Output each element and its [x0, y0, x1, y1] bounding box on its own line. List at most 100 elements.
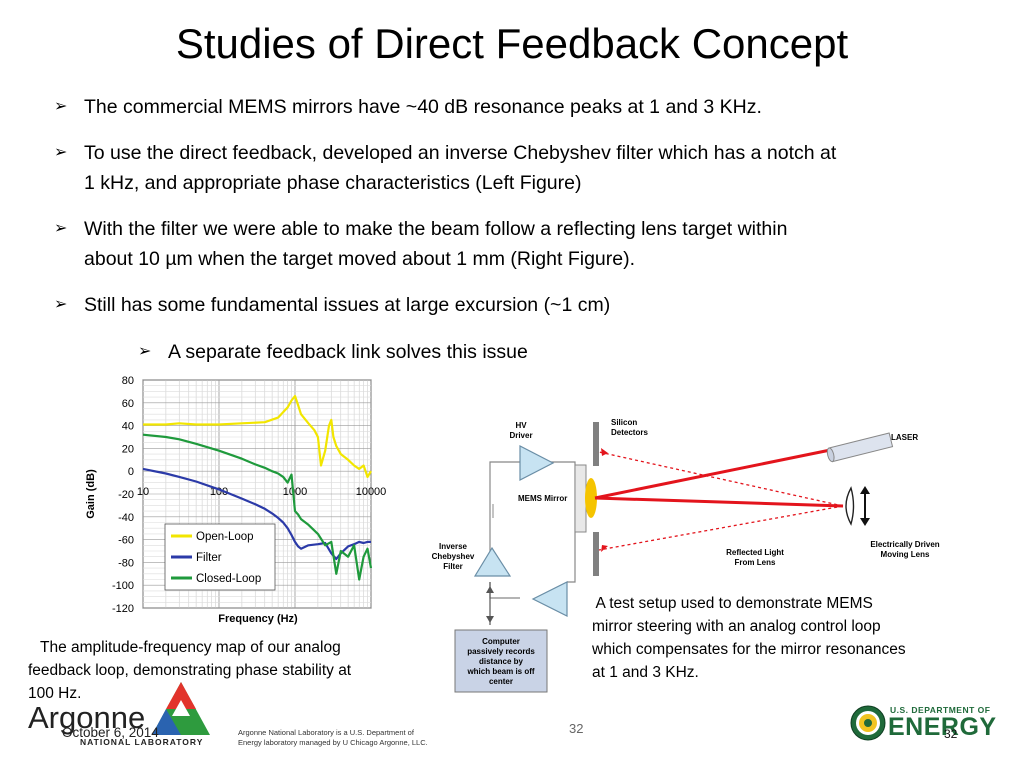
- y-tick-label: 0: [128, 466, 134, 478]
- bullet-line: Still has some fundamental issues at lar…: [84, 294, 611, 316]
- legend: Open-Loop Filter Closed-Loop: [164, 523, 276, 591]
- bullet-arrow-icon: ➢: [54, 220, 68, 237]
- left-caption-line: feedback loop, demonstrating phase stabi…: [28, 662, 352, 679]
- argonne-subtitle: NATIONAL LABORATORY: [80, 737, 204, 747]
- y-tick-label: -120: [112, 603, 134, 615]
- hv-driver-label: Driver: [509, 431, 532, 440]
- computer-label: center: [489, 677, 513, 686]
- doe-label-top: U.S. DEPARTMENT OF: [890, 705, 991, 715]
- hv-driver-amplifier-icon: [519, 445, 555, 481]
- slide-title: Studies of Direct Feedback Concept: [175, 20, 849, 67]
- logo-triangle-blue: [152, 709, 181, 735]
- silicon-detector-bottom: [593, 532, 599, 576]
- reflected-light-label: Reflected Light: [726, 548, 784, 557]
- right-caption-line: mirror steering with an analog control l…: [592, 618, 881, 635]
- moving-lens-label: Electrically Driven: [870, 540, 939, 549]
- doe-label-main: ENERGY: [888, 713, 997, 741]
- y-tick-label: 60: [122, 398, 134, 410]
- right-caption-line: which compensates for the mirror resonan…: [592, 641, 906, 658]
- mems-mirror-icon: [585, 478, 597, 518]
- arrow-down-icon: [486, 616, 494, 623]
- hv-driver-label: HV: [515, 421, 527, 430]
- doe-seal-icon: [850, 705, 886, 741]
- computer-label: distance by: [479, 657, 524, 666]
- reflected-light-label: From Lens: [735, 558, 776, 567]
- footer-disclaimer: Argonne National Laboratory is a U.S. De…: [238, 728, 428, 748]
- y-axis-label: Gain (dB): [85, 469, 97, 519]
- page-number-right: 32: [944, 727, 958, 741]
- right-caption-line: at 1 and 3 KHz.: [592, 664, 699, 681]
- bullet-4: ➢ Still has some fundamental issues at l…: [54, 290, 611, 320]
- right-caption: A test setup used to demonstrate MEMS mi…: [592, 592, 906, 684]
- moving-lens-icon: [845, 486, 855, 526]
- inverse-filter-label: Inverse: [439, 542, 468, 551]
- arrowhead-bottom-icon: [601, 545, 608, 552]
- logo-triangle-center: [172, 700, 190, 716]
- y-tick-label: 80: [122, 375, 134, 387]
- laser-source: [826, 432, 894, 463]
- y-tick-label: 40: [122, 421, 134, 433]
- computer-box: [454, 629, 548, 693]
- disclaimer-line: Argonne National Laboratory is a U.S. De…: [238, 728, 414, 737]
- disclaimer-line: Energy laboratory managed by U Chicago A…: [238, 738, 428, 747]
- y-tick-label: -40: [118, 512, 134, 524]
- computer-label: Computer: [482, 637, 520, 646]
- computer-label: passively records: [467, 647, 535, 656]
- bullet-arrow-icon: ➢: [54, 296, 68, 313]
- right-caption-line: A test setup used to demonstrate MEMS: [592, 595, 873, 612]
- argonne-wordmark: Argonne: [28, 700, 146, 735]
- x-tick-label: 10: [137, 486, 149, 498]
- bullet-line: The commercial MEMS mirrors have ~40 dB …: [84, 96, 762, 118]
- x-tick-label: 100: [210, 486, 228, 498]
- laser-beam-outgoing: [594, 496, 844, 508]
- silicon-detector-top: [593, 422, 599, 466]
- wire-detector-amp: [567, 532, 576, 583]
- reflected-beam-bottom: [598, 505, 844, 551]
- inverse-filter-triangle-icon: [473, 546, 512, 577]
- series-line-open-loop: [143, 394, 372, 479]
- moving-lens-label: Moving Lens: [881, 550, 930, 559]
- y-tick-label: -60: [118, 535, 134, 547]
- arrow-up-icon: [860, 486, 870, 494]
- left-caption-line: 100 Hz.: [28, 685, 82, 702]
- x-axis-label: Frequency (Hz): [218, 613, 298, 625]
- feedback-amplifier-icon: [531, 581, 568, 617]
- arrow-up-icon: [486, 586, 494, 593]
- bullet-3: ➢ With the filter we were able to make t…: [54, 214, 788, 274]
- series-line-closed-loop: [142, 433, 373, 581]
- footer-date: October 6, 2014: [62, 725, 159, 740]
- sub-bullet-1: ➢ A separate feedback link solves this i…: [138, 337, 528, 367]
- bullet-line: To use the direct feedback, developed an…: [84, 142, 837, 164]
- left-caption-line: The amplitude-frequency map of our analo…: [40, 639, 341, 656]
- bullet-line: 1 kHz, and appropriate phase characteris…: [84, 172, 582, 194]
- y-tick-label: -20: [118, 489, 134, 501]
- legend-label-open-loop: Open-Loop: [196, 531, 254, 543]
- page-number-center: 32: [569, 721, 584, 736]
- series-line-filter: [142, 467, 371, 561]
- bullet-arrow-icon: ➢: [138, 343, 152, 360]
- bullet-line: With the filter we were able to make the…: [84, 218, 788, 240]
- mems-mirror-label: MEMS Mirror: [518, 494, 567, 503]
- bullet-line: about 10 µm when the target moved about …: [84, 248, 636, 270]
- argonne-logo: [152, 682, 210, 735]
- bullet-arrow-icon: ➢: [54, 144, 68, 161]
- bullet-arrow-icon: ➢: [54, 98, 68, 115]
- x-tick-label: 1000: [283, 486, 307, 498]
- silicon-detectors-label: Detectors: [611, 428, 648, 437]
- mems-mirror-mount: [574, 464, 587, 533]
- legend-label-filter: Filter: [196, 552, 222, 564]
- laser-beam-incoming: [594, 444, 851, 500]
- silicon-detectors-label: Silicon: [611, 418, 637, 427]
- laser-label: LASER: [891, 433, 918, 442]
- series-group: [142, 394, 373, 581]
- wire-driver-filter: [489, 461, 520, 552]
- bullet-1: ➢ The commercial MEMS mirrors have ~40 d…: [54, 92, 762, 122]
- legend-label-closed-loop: Closed-Loop: [196, 573, 261, 585]
- arrow-down-icon: [860, 518, 870, 526]
- bullet-line: A separate feedback link solves this iss…: [168, 341, 528, 363]
- bullet-2: ➢ To use the direct feedback, developed …: [54, 138, 837, 198]
- arrowhead-top-icon: [601, 448, 608, 456]
